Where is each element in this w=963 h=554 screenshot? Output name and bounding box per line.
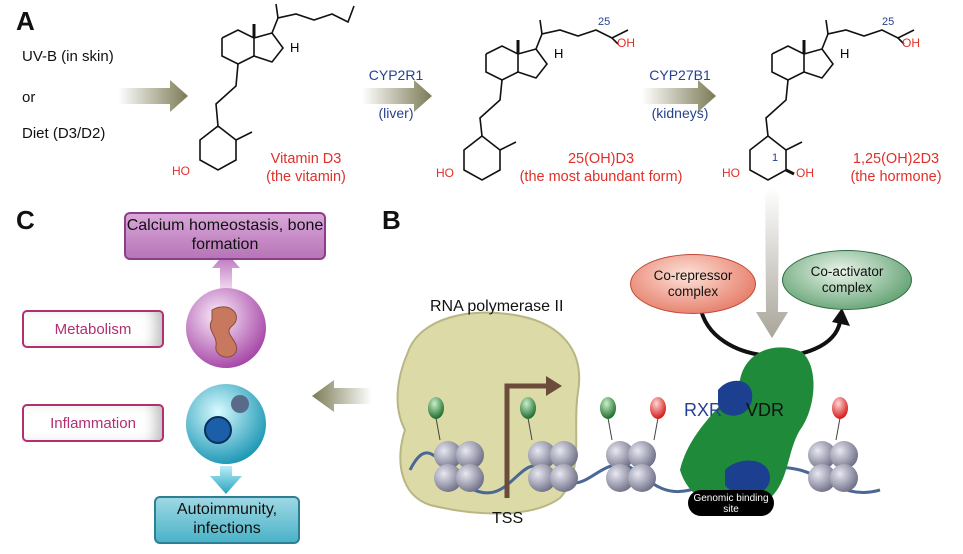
atom-c25-1: 25 — [598, 16, 611, 28]
compound-25ohd3-desc: (the most abundant form) — [519, 169, 683, 185]
compound-125oh2d3-name: 1,25(OH)2D3 — [852, 151, 940, 167]
vdr-label: VDR — [746, 400, 785, 420]
atom-h-1: H — [290, 40, 300, 55]
atom-h-3: H — [840, 46, 850, 61]
enzyme-cyp27b1: CYP27B1 — [649, 67, 711, 83]
autoimmunity-box: Autoimmunity, infections — [154, 496, 300, 544]
tss-arrow — [504, 376, 562, 498]
compound-125oh2d3-desc: (the hormone) — [850, 169, 942, 185]
coactivator-label: Co-activator complex — [810, 264, 884, 295]
source-or: or — [22, 89, 36, 106]
process-arrow-2 — [362, 80, 432, 112]
atom-ho-3: HO — [722, 166, 740, 180]
compound-vitamin-d3-name: Vitamin D3 — [270, 151, 342, 167]
atom-oh-2: OH — [902, 36, 920, 50]
green-balloon-1 — [428, 397, 444, 441]
process-arrow-3 — [642, 80, 716, 112]
calcium-homeostasis-box: Calcium homeostasis, bone formation — [124, 212, 326, 260]
nucleosome-1 — [434, 441, 484, 492]
vitamin-d3-structure — [199, 3, 355, 171]
panel-label-c: C — [16, 205, 35, 235]
panel-label-a: A — [16, 6, 35, 36]
atom-ho-1: HO — [172, 164, 190, 178]
enzyme-cyp2r1-site: (liver) — [378, 105, 414, 121]
atom-c1: 1 — [772, 152, 779, 164]
cyan-sphere-immune-cell — [186, 384, 266, 464]
source-uvb: UV-B (in skin) — [22, 48, 114, 65]
red-balloon-1 — [650, 397, 666, 441]
b-to-c-arrow — [312, 380, 372, 412]
1-25-oh2-d3-structure — [749, 19, 915, 181]
compound-25ohd3-name: 25(OH)D3 — [567, 151, 635, 167]
genomic-binding-site-badge: Genomic binding site — [688, 490, 774, 516]
enzyme-cyp27b1-site: (kidneys) — [651, 105, 709, 121]
inflammation-label: Inflammation — [50, 414, 136, 432]
atom-c25-2: 25 — [882, 16, 895, 28]
source-diet: Diet (D3/D2) — [22, 125, 106, 142]
compound-vitamin-d3-desc: (the vitamin) — [266, 169, 346, 185]
rna-polymerase-label: RNA polymerase II — [430, 298, 564, 315]
green-balloon-2 — [520, 397, 536, 441]
atom-oh-1: OH — [617, 36, 635, 50]
atom-oh-3: OH — [796, 166, 814, 180]
enzyme-cyp2r1: CYP2R1 — [368, 67, 424, 83]
inflammation-box: Inflammation — [22, 404, 164, 442]
atom-h-2: H — [554, 46, 564, 61]
purple-sphere-intestine — [186, 288, 266, 368]
process-arrow-1 — [118, 80, 188, 112]
nucleosome-2 — [528, 441, 578, 492]
vdr-rxr-complex-shape — [680, 347, 814, 509]
green-balloon-3 — [600, 397, 616, 441]
nucleosome-3 — [606, 441, 656, 492]
hormone-to-vdr-arrow — [756, 188, 788, 338]
up-arrow-to-calcium — [212, 252, 240, 290]
panel-label-b: B — [382, 205, 401, 235]
corepressor-label: Co-repressor complex — [653, 268, 733, 299]
metabolism-box: Metabolism — [22, 310, 164, 348]
nucleosome-4 — [808, 441, 858, 492]
25-oh-d3-structure — [463, 19, 629, 181]
red-balloon-2 — [832, 397, 848, 441]
down-arrow-to-autoimmunity — [210, 466, 242, 494]
rxr-label: RXR — [684, 400, 723, 420]
tss-label: TSS — [492, 510, 524, 527]
coactivator-ellipse: Co-activator complex — [782, 250, 912, 310]
corepressor-ellipse: Co-repressor complex — [630, 254, 756, 314]
metabolism-label: Metabolism — [54, 320, 132, 338]
atom-ho-2: HO — [436, 166, 454, 180]
